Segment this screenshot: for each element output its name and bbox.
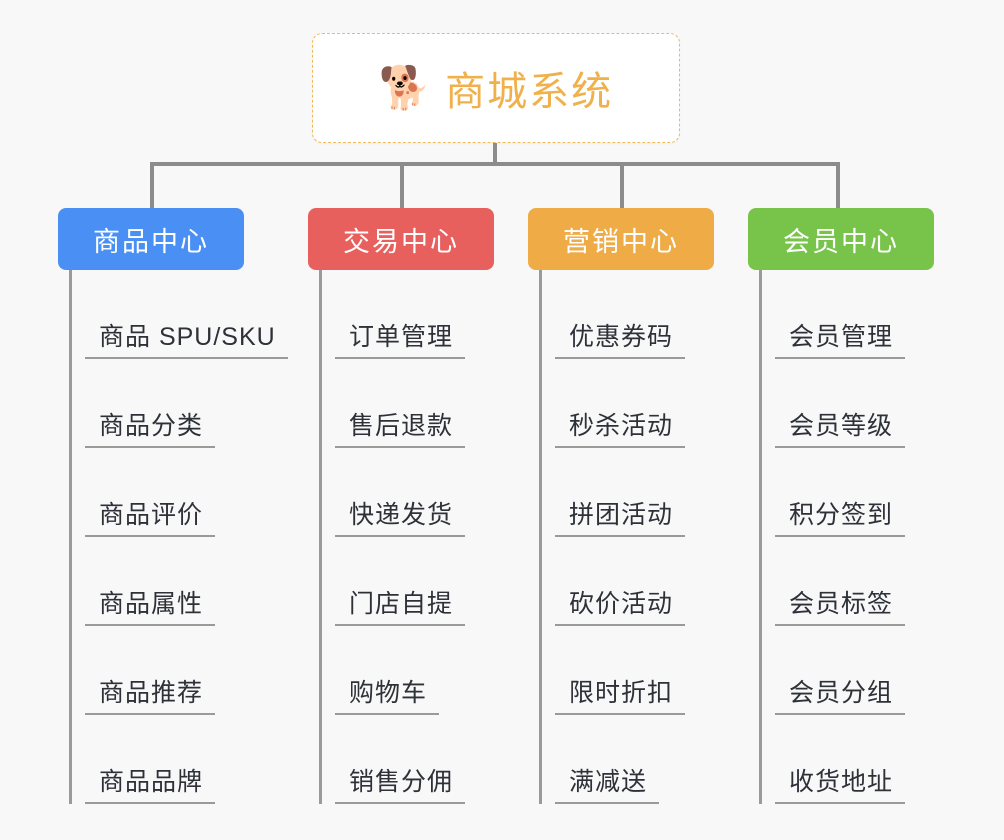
- leaf-item-label: 会员等级: [775, 412, 906, 448]
- branch-column-trade-center: 交易中心 订单管理 售后退款 快递发货 门店自提 购物车 销售分佣: [308, 208, 494, 804]
- leaf-item[interactable]: 商品评价: [85, 448, 288, 537]
- leaf-item-label: 会员管理: [775, 323, 906, 359]
- leaf-item-label: 购物车: [335, 679, 440, 715]
- leaf-item[interactable]: 商品分类: [85, 359, 288, 448]
- leaf-item-label: 收货地址: [775, 768, 906, 804]
- leaf-item[interactable]: 拼团活动: [555, 448, 714, 537]
- leaf-item[interactable]: 会员标签: [775, 537, 934, 626]
- leaf-item-label: 售后退款: [335, 412, 466, 448]
- shiba-dog-face-icon: 🐕: [378, 64, 432, 111]
- branch-column-product-center: 商品中心 商品 SPU/SKU 商品分类 商品评价 商品属性 商品推荐 商品品牌: [58, 208, 288, 804]
- leaf-item-label: 商品分类: [85, 412, 216, 448]
- leaf-item-label: 商品 SPU/SKU: [85, 323, 288, 359]
- leaf-item-label: 商品推荐: [85, 679, 216, 715]
- leaf-list-trade-center: 订单管理 售后退款 快递发货 门店自提 购物车 销售分佣: [319, 270, 494, 804]
- leaf-item[interactable]: 会员等级: [775, 359, 934, 448]
- branch-header-label: 商品中心: [93, 226, 209, 257]
- leaf-item[interactable]: 售后退款: [335, 359, 494, 448]
- leaf-item-label: 销售分佣: [335, 768, 466, 804]
- branch-header-label: 交易中心: [343, 226, 459, 257]
- leaf-item[interactable]: 购物车: [335, 626, 494, 715]
- leaf-item-label: 快递发货: [335, 501, 466, 537]
- branch-column-member-center: 会员中心 会员管理 会员等级 积分签到 会员标签 会员分组 收货地址: [748, 208, 934, 804]
- branch-column-marketing-center: 营销中心 优惠券码 秒杀活动 拼团活动 砍价活动 限时折扣 满减送: [528, 208, 714, 804]
- leaf-item[interactable]: 快递发货: [335, 448, 494, 537]
- leaf-item[interactable]: 商品属性: [85, 537, 288, 626]
- leaf-item-label: 会员分组: [775, 679, 906, 715]
- leaf-list-product-center: 商品 SPU/SKU 商品分类 商品评价 商品属性 商品推荐 商品品牌: [69, 270, 288, 804]
- leaf-item-label: 会员标签: [775, 590, 906, 626]
- leaf-item-label: 砍价活动: [555, 590, 686, 626]
- connector-root-stem: [493, 143, 497, 165]
- leaf-item-label: 商品属性: [85, 590, 216, 626]
- root-node-shop-system[interactable]: 🐕 商城系统: [312, 33, 680, 143]
- leaf-item[interactable]: 限时折扣: [555, 626, 714, 715]
- connector-drop-3: [620, 162, 624, 209]
- leaf-item-label: 积分签到: [775, 501, 906, 537]
- branch-header-member-center[interactable]: 会员中心: [748, 208, 934, 270]
- leaf-item-label: 秒杀活动: [555, 412, 686, 448]
- leaf-item[interactable]: 砍价活动: [555, 537, 714, 626]
- root-node-title: 商城系统: [445, 70, 614, 114]
- leaf-item-label: 限时折扣: [555, 679, 686, 715]
- leaf-item[interactable]: 会员分组: [775, 626, 934, 715]
- branch-header-marketing-center[interactable]: 营销中心: [528, 208, 714, 270]
- connector-drop-1: [150, 162, 154, 209]
- leaf-item[interactable]: 优惠券码: [555, 270, 714, 359]
- leaf-item[interactable]: 订单管理: [335, 270, 494, 359]
- leaf-item[interactable]: 商品 SPU/SKU: [85, 270, 288, 359]
- connector-drop-4: [836, 162, 840, 209]
- branch-header-label: 营销中心: [563, 226, 679, 257]
- branch-header-trade-center[interactable]: 交易中心: [308, 208, 494, 270]
- leaf-item[interactable]: 积分签到: [775, 448, 934, 537]
- leaf-item-label: 满减送: [555, 768, 660, 804]
- leaf-item-label: 拼团活动: [555, 501, 686, 537]
- leaf-item[interactable]: 收货地址: [775, 715, 934, 804]
- branch-header-label: 会员中心: [783, 226, 899, 257]
- leaf-item-label: 商品评价: [85, 501, 216, 537]
- connector-horizontal-bus: [150, 162, 840, 166]
- leaf-item[interactable]: 销售分佣: [335, 715, 494, 804]
- leaf-item-label: 优惠券码: [555, 323, 686, 359]
- leaf-list-member-center: 会员管理 会员等级 积分签到 会员标签 会员分组 收货地址: [759, 270, 934, 804]
- leaf-list-marketing-center: 优惠券码 秒杀活动 拼团活动 砍价活动 限时折扣 满减送: [539, 270, 714, 804]
- leaf-item[interactable]: 满减送: [555, 715, 714, 804]
- leaf-item[interactable]: 秒杀活动: [555, 359, 714, 448]
- leaf-item[interactable]: 门店自提: [335, 537, 494, 626]
- leaf-item-label: 商品品牌: [85, 768, 216, 804]
- leaf-item[interactable]: 商品推荐: [85, 626, 288, 715]
- leaf-item-label: 订单管理: [335, 323, 466, 359]
- leaf-item[interactable]: 商品品牌: [85, 715, 288, 804]
- leaf-item-label: 门店自提: [335, 590, 466, 626]
- connector-drop-2: [400, 162, 404, 209]
- branch-header-product-center[interactable]: 商品中心: [58, 208, 244, 270]
- leaf-item[interactable]: 会员管理: [775, 270, 934, 359]
